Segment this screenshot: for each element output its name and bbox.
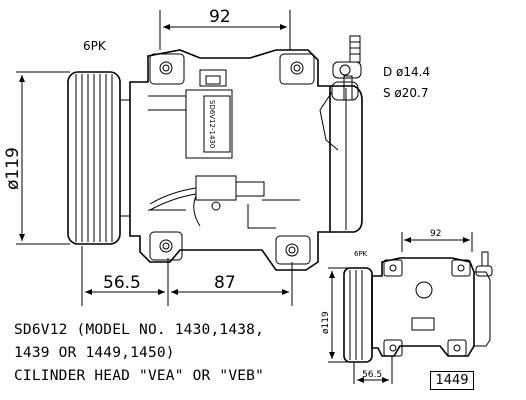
main-compressor-view: 92 6PK ø119 [3, 7, 430, 306]
pulley-type-label: 6PK [83, 39, 107, 53]
plate-text: SD6V12-1430 [208, 100, 216, 148]
thumb-pulley-label: 6PK [354, 250, 368, 258]
description-line-2: 1439 OR 1449,1450) [14, 345, 175, 361]
service-ports [319, 35, 362, 151]
label-plate: SD6V12-1430 [185, 89, 233, 159]
offset-left-label: 56.5 [103, 273, 141, 293]
offset-right-label: 87 [214, 273, 236, 293]
diameter-dim-label: ø119 [3, 147, 23, 190]
port-suction-label: S ø20.7 [383, 86, 429, 100]
rear-cylinder-head [330, 85, 363, 233]
description-line-1: SD6V12 (MODEL NO. 1430,1438, [14, 322, 265, 338]
pulley [67, 71, 131, 245]
diameter-dimension: ø119 [3, 71, 70, 245]
thumb-width-label: 92 [430, 229, 441, 239]
port-discharge-label: D ø14.4 [383, 65, 430, 79]
part-number-box: 1449 [430, 371, 474, 390]
offset-dimensions: 56.5 87 [81, 246, 293, 306]
compressor-body [129, 49, 331, 271]
width-dim-label: 92 [209, 7, 231, 27]
description-line-3: CILINDER HEAD "VEA" OR "VEB" [14, 368, 265, 384]
thumbnail-compressor-view: 92 6PK ø119 56.5 [321, 229, 493, 384]
thumb-diameter-label: ø119 [321, 311, 331, 334]
clutch-connector [149, 175, 265, 211]
thumb-offset-label: 56.5 [362, 370, 382, 380]
width-dimension: 92 [159, 7, 291, 50]
